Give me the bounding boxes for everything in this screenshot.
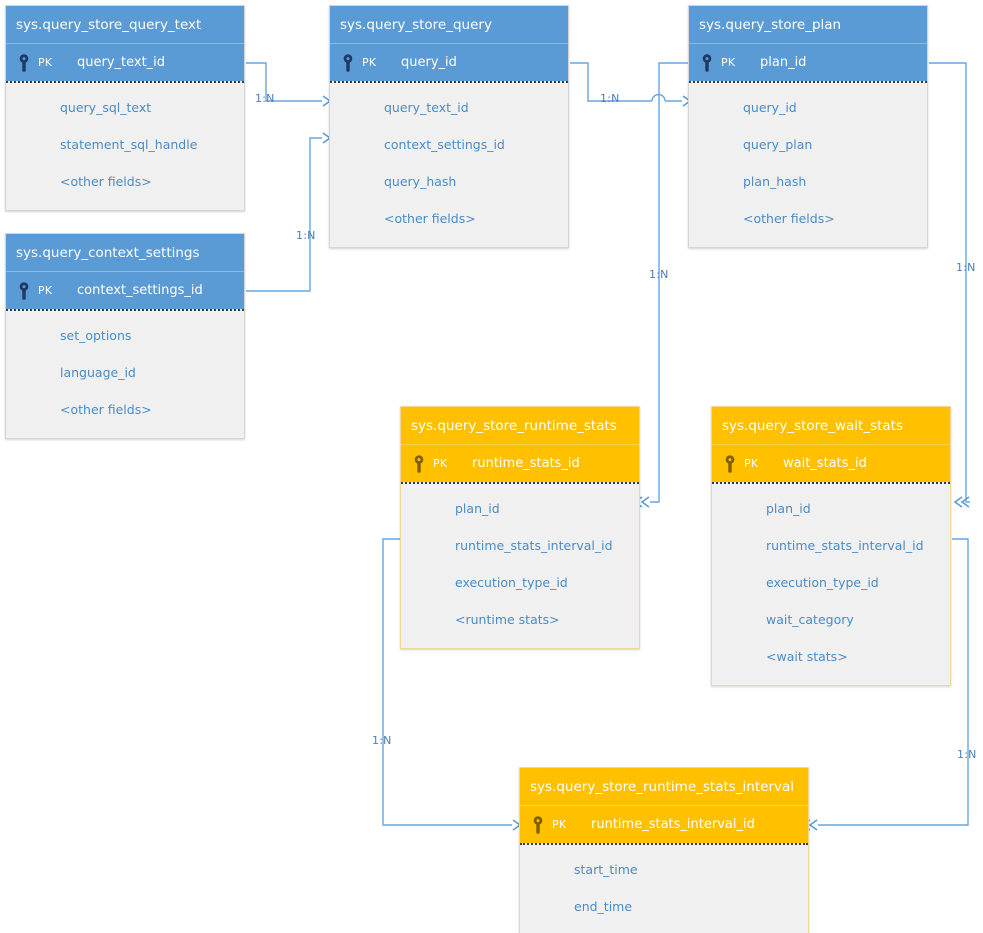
- entity-field-list: plan_id runtime_stats_interval_id execut…: [401, 482, 639, 648]
- entity-query-store-wait-stats[interactable]: sys.query_store_wait_stats PK wait_stats…: [711, 406, 951, 686]
- pk-tag: PK: [362, 56, 377, 69]
- entity-query-store-plan[interactable]: sys.query_store_plan PK plan_id query_id…: [688, 5, 928, 248]
- entity-field[interactable]: plan_id: [766, 501, 811, 516]
- entity-field-list: query_sql_text statement_sql_handle <oth…: [6, 81, 244, 210]
- key-icon: [725, 455, 735, 473]
- connector-context-settings-to-query: [246, 132, 338, 292]
- entity-field[interactable]: plan_hash: [743, 174, 807, 189]
- entity-field[interactable]: query_hash: [384, 174, 457, 189]
- entity-query-store-query[interactable]: sys.query_store_query PK query_id query_…: [329, 5, 569, 248]
- entity-field[interactable]: execution_type_id: [455, 575, 568, 590]
- cardinality-label-r6: 1:N: [372, 734, 392, 747]
- pk-field-name: context_settings_id: [77, 283, 203, 298]
- entity-field-list: start_time end_time: [520, 843, 808, 933]
- pk-field-name: query_text_id: [77, 55, 166, 70]
- entity-query-store-runtime-stats[interactable]: sys.query_store_runtime_stats PK runtime…: [400, 406, 640, 649]
- entity-field[interactable]: <other fields>: [743, 211, 835, 226]
- key-icon: [414, 455, 424, 473]
- pk-field-name: wait_stats_id: [783, 456, 867, 471]
- cardinality-label-r4: 1:N: [649, 268, 669, 281]
- entity-field[interactable]: statement_sql_handle: [60, 137, 198, 152]
- pk-field-name: runtime_stats_id: [472, 456, 580, 471]
- pk-tag: PK: [552, 818, 567, 831]
- entity-field[interactable]: execution_type_id: [766, 575, 879, 590]
- entity-field-list: query_id query_plan plan_hash <other fie…: [689, 81, 927, 247]
- entity-title: sys.query_store_runtime_stats: [401, 407, 639, 445]
- entity-primary-key-row[interactable]: PK query_id: [330, 44, 568, 81]
- entity-field[interactable]: end_time: [574, 899, 633, 914]
- entity-title: sys.query_store_plan: [689, 6, 927, 44]
- cardinality-label-r7: 1:N: [957, 748, 977, 761]
- key-icon: [533, 816, 543, 834]
- entity-title: sys.query_store_query: [330, 6, 568, 44]
- key-icon: [702, 54, 712, 72]
- entity-field-list: query_text_id context_settings_id query_…: [330, 81, 568, 247]
- entity-field-list: set_options language_id <other fields>: [6, 309, 244, 438]
- cardinality-label-r1: 1:N: [255, 92, 275, 105]
- cardinality-label-r2: 1:N: [296, 229, 316, 242]
- entity-field[interactable]: language_id: [60, 365, 136, 380]
- entity-query-store-runtime-stats-interval[interactable]: sys.query_store_runtime_stats_interval P…: [519, 767, 809, 933]
- entity-primary-key-row[interactable]: PK runtime_stats_interval_id: [520, 806, 808, 843]
- pk-tag: PK: [433, 457, 448, 470]
- pk-field-name: query_id: [401, 55, 457, 70]
- cardinality-label-r5: 1:N: [956, 261, 976, 274]
- key-icon: [343, 54, 353, 72]
- entity-field[interactable]: runtime_stats_interval_id: [766, 538, 924, 553]
- entity-field-list: plan_id runtime_stats_interval_id execut…: [712, 482, 950, 685]
- pk-tag: PK: [38, 56, 53, 69]
- entity-primary-key-row[interactable]: PK plan_id: [689, 44, 927, 81]
- entity-query-store-query-text[interactable]: sys.query_store_query_text PK query_text…: [5, 5, 245, 211]
- entity-primary-key-row[interactable]: PK query_text_id: [6, 44, 244, 81]
- entity-field[interactable]: <other fields>: [60, 174, 152, 189]
- connector-plan-to-runtime-stats: [634, 62, 688, 508]
- entity-field[interactable]: set_options: [60, 328, 132, 343]
- entity-field[interactable]: <runtime stats>: [455, 612, 560, 627]
- entity-field[interactable]: <wait stats>: [766, 649, 848, 664]
- pk-tag: PK: [38, 284, 53, 297]
- entity-title: sys.query_store_query_text: [6, 6, 244, 44]
- entity-field[interactable]: plan_id: [455, 501, 500, 516]
- entity-primary-key-row[interactable]: PK context_settings_id: [6, 272, 244, 309]
- pk-tag: PK: [721, 56, 736, 69]
- key-icon: [19, 54, 29, 72]
- entity-field[interactable]: context_settings_id: [384, 137, 505, 152]
- entity-title: sys.query_context_settings: [6, 234, 244, 272]
- entity-field[interactable]: runtime_stats_interval_id: [455, 538, 613, 553]
- key-icon: [19, 282, 29, 300]
- pk-field-name: runtime_stats_interval_id: [591, 817, 755, 832]
- entity-field[interactable]: query_id: [743, 100, 797, 115]
- entity-field[interactable]: query_text_id: [384, 100, 469, 115]
- pk-tag: PK: [744, 457, 759, 470]
- entity-field[interactable]: wait_category: [766, 612, 854, 627]
- entity-field[interactable]: query_sql_text: [60, 100, 152, 115]
- entity-field[interactable]: <other fields>: [384, 211, 476, 226]
- entity-title: sys.query_store_wait_stats: [712, 407, 950, 445]
- entity-primary-key-row[interactable]: PK runtime_stats_id: [401, 445, 639, 482]
- entity-query-context-settings[interactable]: sys.query_context_settings PK context_se…: [5, 233, 245, 439]
- entity-title: sys.query_store_runtime_stats_interval: [520, 768, 808, 806]
- cardinality-label-r3: 1:N: [600, 92, 620, 105]
- pk-field-name: plan_id: [760, 55, 807, 70]
- entity-field[interactable]: <other fields>: [60, 402, 152, 417]
- connector-query-to-plan: [570, 62, 698, 107]
- entity-field[interactable]: start_time: [574, 862, 638, 877]
- entity-primary-key-row[interactable]: PK wait_stats_id: [712, 445, 950, 482]
- entity-field[interactable]: query_plan: [743, 137, 813, 152]
